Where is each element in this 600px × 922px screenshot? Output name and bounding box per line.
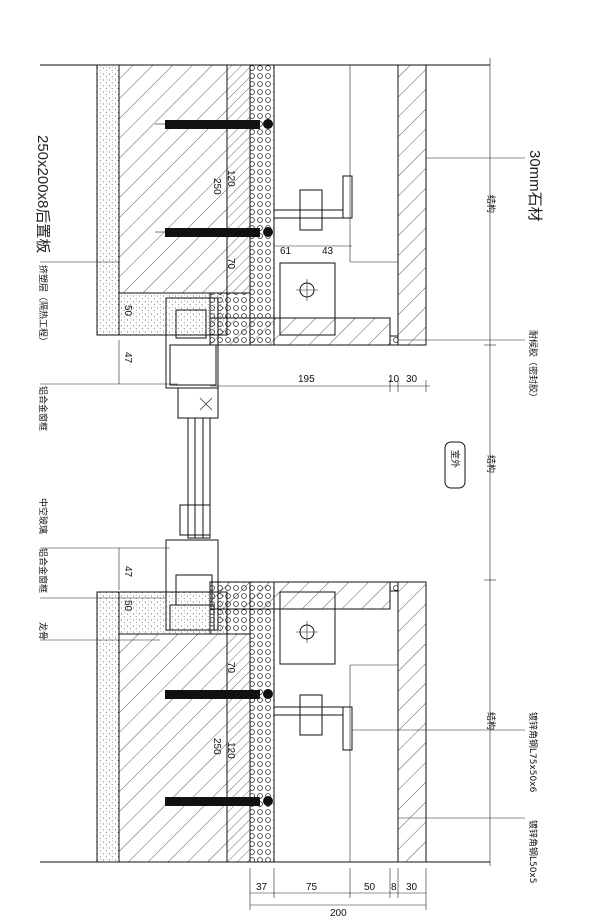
dim-top-61: 61 xyxy=(280,246,292,257)
dim-top-250: 250 xyxy=(211,178,222,195)
lower-stone-cladding xyxy=(209,581,427,863)
mark-lower: 结构 xyxy=(485,712,497,730)
dim-top-43: 43 xyxy=(322,246,334,257)
label-stone: 30mm石材 xyxy=(526,150,543,222)
dim-top-47: 47 xyxy=(122,352,133,364)
dimension-chains xyxy=(118,245,430,910)
upper-anchor-bolts xyxy=(155,119,273,237)
label-plate: 250x200x8后置板 xyxy=(34,135,52,253)
lower-wall xyxy=(96,581,275,863)
dim-bot-120: 120 xyxy=(225,742,236,759)
lower-anchor-bolts xyxy=(165,689,273,806)
leader-lines xyxy=(40,157,525,819)
dim-b-200: 200 xyxy=(330,908,347,919)
dim-top-70: 70 xyxy=(225,258,236,270)
dim-top-50: 50 xyxy=(122,305,133,317)
dim-b-50: 50 xyxy=(364,882,376,893)
label-channel: 镀锌角钢L50x5 xyxy=(527,820,539,884)
outdoor-marker xyxy=(444,441,466,489)
mark-mid: 结构 xyxy=(485,455,497,473)
mark-upper: 结构 xyxy=(485,195,497,213)
label-sealant: 耐候胶（密封胶） xyxy=(527,330,539,402)
dim-mid-10: 10 xyxy=(388,374,400,385)
dim-b-75: 75 xyxy=(306,882,318,893)
dim-bot-70: 70 xyxy=(225,662,236,674)
dim-bot-50: 50 xyxy=(122,600,133,612)
label-glass: 中空玻璃 xyxy=(37,498,49,534)
dim-bot-250: 250 xyxy=(211,738,222,755)
label-frame-1: 铝合金窗框 xyxy=(37,386,49,431)
dim-mid-30: 30 xyxy=(406,374,418,385)
label-outdoor: 室外 xyxy=(449,450,461,468)
label-keel: 龙骨 xyxy=(37,622,49,640)
upper-stone-cladding xyxy=(209,64,427,346)
label-insulation: 挤塑层（隔热工程） xyxy=(37,265,49,346)
lower-bracket xyxy=(273,591,353,751)
window-frame xyxy=(165,297,219,631)
label-frame-2: 铝合金窗框 xyxy=(37,548,49,593)
dim-b-8: 8 xyxy=(391,882,397,893)
dim-b-37: 37 xyxy=(256,882,268,893)
upper-wall xyxy=(96,64,275,346)
dim-top-120: 120 xyxy=(225,170,236,187)
label-angle: 镀锌角钢L75x50x6 xyxy=(527,712,539,793)
dim-bot-47: 47 xyxy=(122,566,133,578)
dim-b-30: 30 xyxy=(406,882,418,893)
dim-mid-195: 195 xyxy=(298,374,315,385)
